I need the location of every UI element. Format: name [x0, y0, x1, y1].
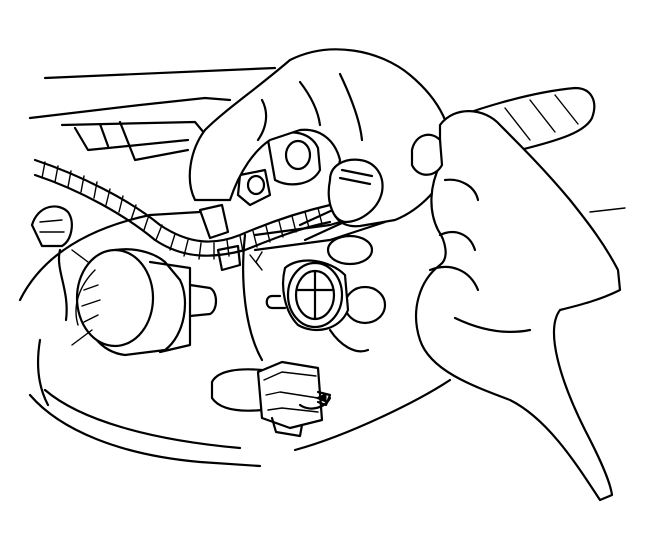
lower-connector	[210, 360, 332, 438]
bulb-socket-center	[265, 234, 387, 353]
left-electrical-connector	[30, 205, 73, 322]
headlamp-housing	[18, 210, 452, 468]
bulb-socket-left	[71, 248, 218, 357]
pointer-arrow	[314, 393, 327, 403]
right-hand	[410, 110, 622, 502]
body-panel-lines	[28, 66, 626, 213]
left-hand	[188, 48, 452, 228]
